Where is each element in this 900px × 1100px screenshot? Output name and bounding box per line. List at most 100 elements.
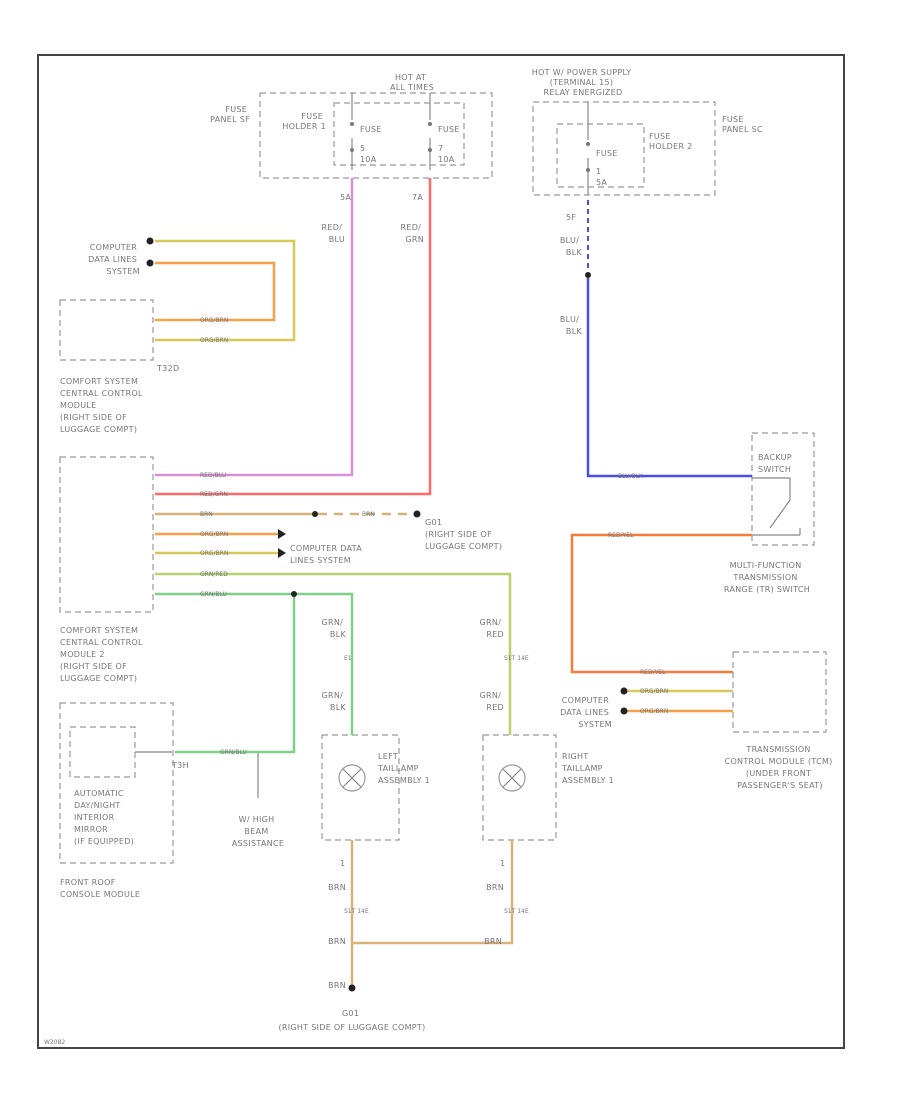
computer-data-lines-3-label: COMPUTER DATA LINES SYSTEM [560,696,612,729]
label-blu-blk-1: BLU/ BLK [560,236,583,257]
wire-grn-red [155,572,512,735]
pin-5f: 5F [566,213,576,222]
ground-g1-label: G01 (RIGHT SIDE OF LUGGAGE COMPT) [425,518,502,551]
fuse-a-label: FUSE 5 10A [360,125,385,164]
fuse-a-terminal-top [350,122,354,126]
fuse-b-terminal-bottom [428,148,432,152]
pin-1-right: 1 [500,859,505,868]
backup-switch-label: BACKUP SWITCH [758,453,795,474]
terminal-data-1 [146,237,154,245]
wire-red-yel [570,533,752,674]
fuse-a-terminal-bottom [350,148,354,152]
wire-red-blu [155,178,354,477]
mirror-box [69,726,136,778]
fuse-panel-sf-box [259,92,493,179]
splice-left: S1T 14E [344,908,369,915]
front-roof-console-label: FRONT ROOF CONSOLE MODULE [60,878,140,899]
front-roof-console-box [59,702,174,864]
tag-org-brn-4: ORG/BRN [200,550,228,557]
terminal-blu-blk [585,272,591,278]
tag-org-brn-tcm-2: ORG/BRN [640,708,668,715]
wire-org-brn-2 [155,239,296,342]
tcm-box [732,651,827,733]
diagram-code: W2082 [44,1039,65,1046]
terminal-e1: E1 [344,655,352,662]
tag-blu-blk: BLU/BLK [618,473,644,480]
fuse-holder-2-label: FUSE HOLDER 2 [649,132,693,151]
tag-org-brn-3: ORG/BRN [200,531,228,538]
tag-org-brn-2: ORG/BRN [200,337,228,344]
comfort-module-1-label: COMFORT SYSTEM CENTRAL CONTROL MODULE (R… [60,377,146,434]
wire-blu-blk [586,278,752,478]
label-grn-red-2: GRN/ RED [480,691,504,712]
tag-brn-2: BRN [362,511,375,518]
left-taillamp-label: LEFT TAILLAMP ASSEMBLY 1 [377,752,430,785]
tag-brn-1: BRN [200,511,213,518]
left-taillamp-filament-2 [342,768,362,788]
label-brn-bottom-2: BRN [484,937,502,946]
fuse-panel-sc-box [532,101,716,196]
ground-bottom-dot [348,984,356,992]
label-brn-right: BRN [486,883,504,892]
label-blu-blk-2: BLU/ BLK [560,315,583,336]
right-taillamp-label: RIGHT TAILLAMP ASSEMBLY 1 [561,752,614,785]
fuse-c-terminal-top [586,142,590,146]
terminal-tcm-1 [620,687,628,695]
tag-red-yel-2: RED/YEL [640,669,666,676]
splice-grn-red: S1T 14E [504,655,529,662]
ground-g1-dot [413,510,421,518]
high-beam-label: W/ HIGH BEAM ASSISTANCE [232,815,284,848]
tag-red-yel-1: RED/YEL [608,532,634,539]
right-taillamp-box [482,734,557,841]
fuse-panel-sf-label: FUSE PANEL SF [210,105,250,124]
tag-grn-blu: GRN/BLU [200,591,227,598]
label-red-grn: RED/ GRN [400,223,424,244]
connector-t32d: T32D [156,364,179,373]
backup-switch-blade [769,499,791,529]
splice-grn-blu [291,591,297,597]
fuse-b-label: FUSE 7 10A [438,125,463,164]
tcm-label: TRANSMISSION CONTROL MODULE (TCM) (UNDER… [725,745,836,790]
label-grn-blk-1: GRN/ BLK [322,618,347,639]
label-grn-blk-2: GRN/ BLK [322,691,347,712]
splice-brn-1 [312,511,318,517]
fuse-c-terminal-bottom [586,168,590,172]
wire-red-grn [155,178,432,496]
hot-at-all-times-label: HOT AT ALL TIMES [390,73,434,92]
fuse-holder-1-box [333,102,465,166]
tag-org-brn-tcm-1: ORG/BRN [640,688,668,695]
pin-5a: 5A [340,193,351,202]
arrow-data-lines-2b [278,548,286,558]
computer-data-lines-2-label: COMPUTER DATA LINES SYSTEM [290,544,365,565]
pin-7a: 7A [412,193,423,202]
tag-red-blu: RED/BLU [200,472,226,479]
arrow-data-lines-2a [278,529,286,539]
wire-org-brn-1 [155,261,276,322]
label-red-blu: RED/ BLU [321,223,345,244]
comfort-module-1-box [59,299,154,361]
computer-data-lines-1-label: COMPUTER DATA LINES SYSTEM [88,243,140,276]
tag-org-brn-1: ORG/BRN [200,317,228,324]
tag-red-grn: RED/GRN [200,491,228,498]
label-grn-red-1: GRN/ RED [480,618,504,639]
hot-power-supply-label: HOT W/ POWER SUPPLY (TERMINAL 15) RELAY … [532,68,635,97]
connector-t3h: T3H [171,761,189,770]
multifunction-switch-label: MULTI-FUNCTION TRANSMISSION RANGE (TR) S… [724,561,810,594]
ground-g1-bottom-label: G01 (RIGHT SIDE OF LUGGAGE COMPT) [278,1009,425,1032]
terminal-tcm-2 [620,707,628,715]
fuse-holder-2-box [556,123,645,188]
fuse-panel-sc-label: FUSE PANEL SC [722,115,763,134]
left-taillamp-box [321,734,400,841]
left-taillamp-bulb [338,764,366,792]
wire-grn-blu [155,592,354,735]
label-brn-left: BRN [328,883,346,892]
tag-grn-red: GRN/RED [200,571,228,578]
fuse-c-label: FUSE 1 5A [596,149,621,187]
right-taillamp-bulb [498,764,526,792]
splice-right: S1T 14E [504,908,529,915]
fuse-holder-1-label: FUSE HOLDER 1 [282,112,326,131]
comfort-module-2-box [59,456,154,613]
diagram-frame [37,54,845,1049]
tag-grn-blu-mirror: GRN/BLU [220,749,247,756]
